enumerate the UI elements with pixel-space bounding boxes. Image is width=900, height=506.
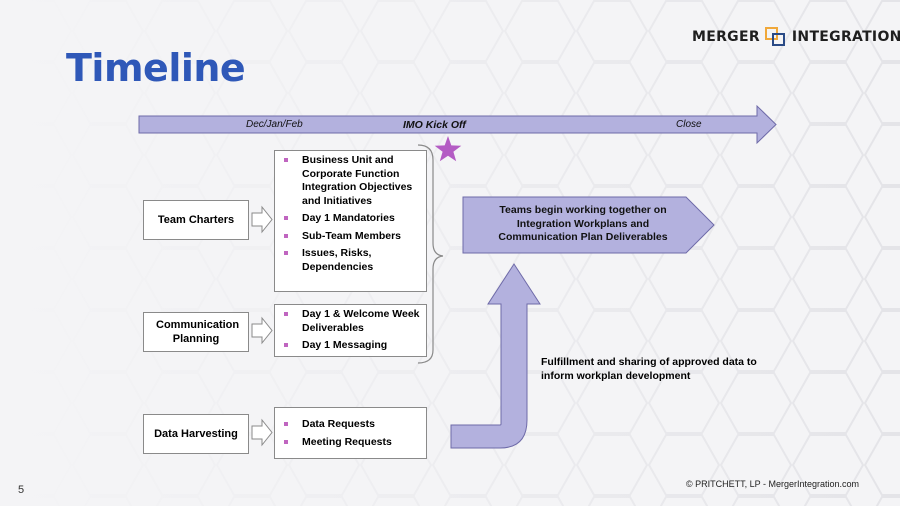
page-number: 5 <box>18 484 25 496</box>
chevron-right-icon <box>251 418 273 447</box>
workstream-communication-planning: Communication Planning <box>143 312 249 352</box>
logo-text-merger: MERGER <box>692 29 760 45</box>
list-item: Day 1 Mandatories <box>275 212 426 226</box>
list-item: Meeting Requests <box>275 436 426 450</box>
brand-logo: MERGER INTEGRATION <box>692 27 900 47</box>
data-harvesting-details: Data Requests Meeting Requests <box>274 407 427 459</box>
logo-text-integration: INTEGRATION <box>791 29 900 45</box>
outcome-text: Teams begin working together on Integrat… <box>498 204 668 243</box>
bent-up-arrow <box>450 263 541 449</box>
workstream-label: Communication Planning <box>156 319 240 345</box>
communication-planning-details: Day 1 & Welcome Week Deliverables Day 1 … <box>274 304 427 357</box>
workstream-label: Data Harvesting <box>154 428 238 440</box>
timeline-label-start: Dec/Jan/Feb <box>246 119 303 130</box>
outcome-arrow <box>462 196 715 254</box>
chevron-right-icon <box>251 205 273 234</box>
timeline-label-kickoff: IMO Kick Off <box>403 119 466 131</box>
timeline-label-close: Close <box>676 119 702 130</box>
team-charters-details: Business Unit and Corporate Function Int… <box>274 150 427 292</box>
feedback-text: Fulfillment and sharing of approved data… <box>541 356 757 382</box>
list-item: Day 1 Messaging <box>275 339 426 353</box>
list-item: Issues, Risks, Dependencies <box>275 247 426 274</box>
list-item: Day 1 & Welcome Week Deliverables <box>275 308 426 335</box>
list-item: Business Unit and Corporate Function Int… <box>275 154 426 208</box>
list-item: Sub-Team Members <box>275 230 426 244</box>
page-title: Timeline <box>66 46 246 90</box>
workstream-data-harvesting: Data Harvesting <box>143 414 249 454</box>
footer-copyright: © PRITCHETT, LP - MergerIntegration.com <box>686 479 860 489</box>
chevron-right-icon <box>251 316 273 345</box>
kickoff-star-icon <box>434 136 462 162</box>
workstream-team-charters: Team Charters <box>143 200 249 240</box>
logo-squares-icon <box>764 27 787 47</box>
workstream-label: Team Charters <box>157 214 235 226</box>
list-item: Data Requests <box>275 418 426 432</box>
timeline-arrow <box>138 104 777 145</box>
right-brace <box>417 144 444 364</box>
